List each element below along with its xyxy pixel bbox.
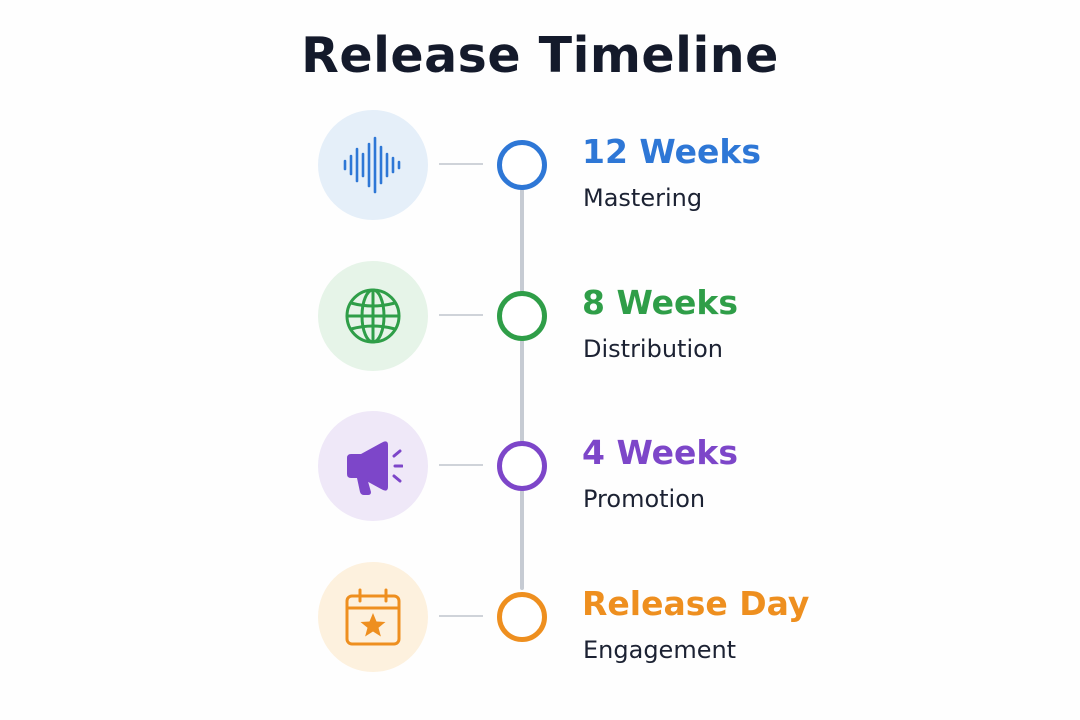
stage-duration: 4 Weeks (582, 433, 739, 472)
stage-duration: 8 Weeks (582, 283, 739, 322)
stage-icon-disc (318, 110, 428, 220)
timeline-stage-engagement: Release Day Engagement (0, 562, 1080, 672)
stage-label: Distribution (583, 335, 724, 363)
megaphone-icon (347, 441, 403, 495)
stage-label: Mastering (583, 184, 703, 212)
stage-connector (439, 615, 483, 617)
stage-duration: Release Day (582, 584, 810, 623)
stage-connector (439, 163, 483, 165)
timeline-spine (519, 186, 524, 590)
timeline-node (497, 592, 547, 642)
calendar-star-icon (345, 588, 401, 646)
timeline-stage-distribution: 8 Weeks Distribution (0, 261, 1080, 371)
stage-icon-disc (318, 411, 428, 521)
timeline-stage-mastering: 12 Weeks Mastering (0, 110, 1080, 220)
timeline-node (497, 441, 547, 491)
stage-label: Promotion (583, 485, 706, 513)
stage-icon-disc (318, 562, 428, 672)
sound-wave-icon (343, 136, 401, 194)
globe-icon (345, 288, 401, 344)
page-title: Release Timeline (301, 27, 779, 84)
stage-duration: 12 Weeks (582, 132, 761, 171)
stage-label: Engagement (583, 636, 737, 664)
stage-connector (439, 464, 483, 466)
stage-icon-disc (318, 261, 428, 371)
timeline-node (497, 291, 547, 341)
timeline-stage-promotion: 4 Weeks Promotion (0, 411, 1080, 521)
timeline-node (497, 140, 547, 190)
stage-connector (439, 314, 483, 316)
